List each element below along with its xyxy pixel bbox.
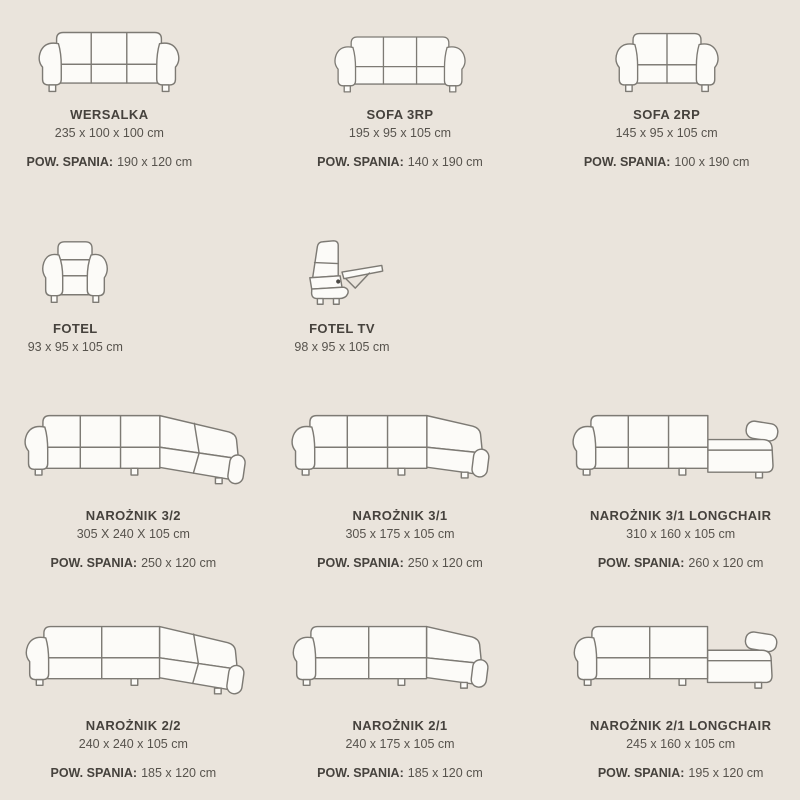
sleeping-area-label: POW. SPANIA: [26, 155, 114, 169]
sleeping-area-label: POW. SPANIA: [50, 766, 138, 780]
product-card-wersalka: WERSALKA 235 x 100 x 100 cm POW. SPANIA:… [0, 14, 243, 226]
sofa-3-seat-icon [34, 25, 184, 98]
sleeping-area: POW. SPANIA:260 x 120 cm [598, 556, 764, 570]
corner-sofa-3-2-icon [18, 407, 248, 499]
sofa-3rp-illustration [330, 14, 470, 98]
product-name: SOFA 3RP [366, 107, 434, 122]
sleeping-area: POW. SPANIA:250 x 120 cm [51, 556, 217, 570]
naroznik-2-1-illustration [286, 612, 514, 709]
product-card-sofa-2rp: SOFA 2RP 145 x 95 x 105 cm POW. SPANIA:1… [533, 14, 800, 226]
naroznik-3-1-longchair-illustration [566, 402, 796, 499]
sleeping-area-value: 250 x 120 cm [407, 556, 483, 570]
corner-sofa-3-1-longchair-icon [566, 407, 796, 499]
product-card-naroznik-2-1: NAROŻNIK 2/1 240 x 175 x 105 cm POW. SPA… [267, 612, 534, 800]
sleeping-area-value: 260 x 120 cm [688, 556, 764, 570]
sleeping-area-value: 250 x 120 cm [141, 556, 217, 570]
sleeping-area-label: POW. SPANIA: [317, 556, 404, 570]
corner-sofa-2-1-icon [286, 618, 514, 709]
sleeping-area-value: 185 x 120 cm [407, 766, 483, 780]
product-card-naroznik-2-2: NAROŻNIK 2/2 240 x 240 x 105 cm POW. SPA… [0, 612, 267, 800]
sleeping-area-label: POW. SPANIA: [317, 766, 404, 780]
product-card-sofa-3rp: SOFA 3RP 195 x 95 x 105 cm POW. SPANIA:1… [267, 14, 534, 226]
fotel-illustration [40, 226, 110, 312]
product-dimensions: 240 x 240 x 105 cm [78, 737, 188, 751]
product-name: NAROŻNIK 3/1 [352, 508, 448, 523]
corner-sofa-2-1-longchair-icon [567, 618, 795, 709]
sleeping-area: POW. SPANIA:140 x 190 cm [317, 155, 483, 169]
sleeping-area-label: POW. SPANIA: [597, 766, 685, 780]
sleeping-area: POW. SPANIA:190 x 120 cm [27, 155, 193, 169]
naroznik-2-2-illustration [19, 612, 247, 709]
sleeping-area-value: 185 x 120 cm [141, 766, 217, 780]
product-name: FOTEL TV [309, 321, 375, 336]
sofa-2rp-illustration [611, 14, 723, 98]
product-name: SOFA 2RP [633, 107, 701, 122]
wersalka-illustration [34, 14, 184, 98]
product-name: NAROŻNIK 2/2 [85, 718, 181, 733]
sleeping-area-label: POW. SPANIA: [583, 155, 671, 169]
sofa-3-seat-icon [330, 30, 470, 98]
sleeping-area-label: POW. SPANIA: [597, 556, 685, 570]
product-dimensions: 305 X 240 X 105 cm [76, 527, 190, 541]
naroznik-2-1-longchair-illustration [567, 612, 795, 709]
sleeping-area: POW. SPANIA:185 x 120 cm [317, 766, 483, 780]
product-name: NAROŻNIK 3/2 [85, 508, 181, 523]
sleeping-area: POW. SPANIA:195 x 120 cm [598, 766, 764, 780]
product-dimensions: 310 x 160 x 105 cm [626, 527, 736, 541]
product-name: FOTEL [53, 321, 98, 336]
sleeping-area-value: 195 x 120 cm [688, 766, 764, 780]
product-dimensions: 305 x 175 x 105 cm [345, 527, 455, 541]
product-card-fotel-tv: FOTEL TV 98 x 95 x 105 cm [209, 226, 476, 402]
corner-sofa-3-1-icon [285, 407, 515, 499]
product-name: NAROŻNIK 2/1 [352, 718, 448, 733]
sleeping-area: POW. SPANIA:185 x 120 cm [51, 766, 217, 780]
fotel-tv-illustration [289, 226, 395, 312]
product-card-naroznik-2-1-longchair: NAROŻNIK 2/1 LONGCHAIR 245 x 160 x 105 c… [547, 612, 800, 800]
product-card-naroznik-3-2: NAROŻNIK 3/2 305 X 240 X 105 cm POW. SPA… [0, 402, 267, 612]
sleeping-area: POW. SPANIA:250 x 120 cm [317, 556, 483, 570]
armchair-icon [40, 234, 110, 312]
product-dimensions: 93 x 95 x 105 cm [27, 340, 123, 354]
naroznik-3-2-illustration [18, 402, 248, 499]
naroznik-3-1-illustration [285, 402, 515, 499]
product-dimensions: 245 x 160 x 105 cm [626, 737, 736, 751]
product-dimensions: 240 x 175 x 105 cm [345, 737, 455, 751]
empty-cell [533, 226, 800, 402]
sleeping-area-label: POW. SPANIA: [50, 556, 138, 570]
product-dimensions: 195 x 95 x 105 cm [348, 126, 452, 140]
product-name: WERSALKA [70, 107, 149, 122]
product-name: NAROŻNIK 3/1 LONGCHAIR [589, 508, 772, 523]
sleeping-area-value: 140 x 190 cm [407, 155, 483, 169]
product-dimensions: 235 x 100 x 100 cm [54, 126, 164, 140]
product-dimensions: 145 x 95 x 105 cm [615, 126, 718, 140]
recliner-icon [289, 234, 395, 312]
sleeping-area: POW. SPANIA:100 x 190 cm [584, 155, 750, 169]
product-card-naroznik-3-1: NAROŻNIK 3/1 305 x 175 x 105 cm POW. SPA… [267, 402, 534, 612]
sleeping-area-value: 190 x 120 cm [117, 155, 193, 169]
sleeping-area-label: POW. SPANIA: [317, 155, 404, 169]
product-dimensions: 98 x 95 x 105 cm [294, 340, 390, 354]
product-card-fotel: FOTEL 93 x 95 x 105 cm [0, 226, 209, 402]
product-card-naroznik-3-1-longchair: NAROŻNIK 3/1 LONGCHAIR 310 x 160 x 105 c… [547, 402, 800, 612]
product-name: NAROŻNIK 2/1 LONGCHAIR [589, 718, 772, 733]
sofa-2-seat-icon [611, 26, 723, 98]
corner-sofa-2-2-icon [19, 618, 247, 709]
sleeping-area-value: 100 x 190 cm [674, 155, 750, 169]
